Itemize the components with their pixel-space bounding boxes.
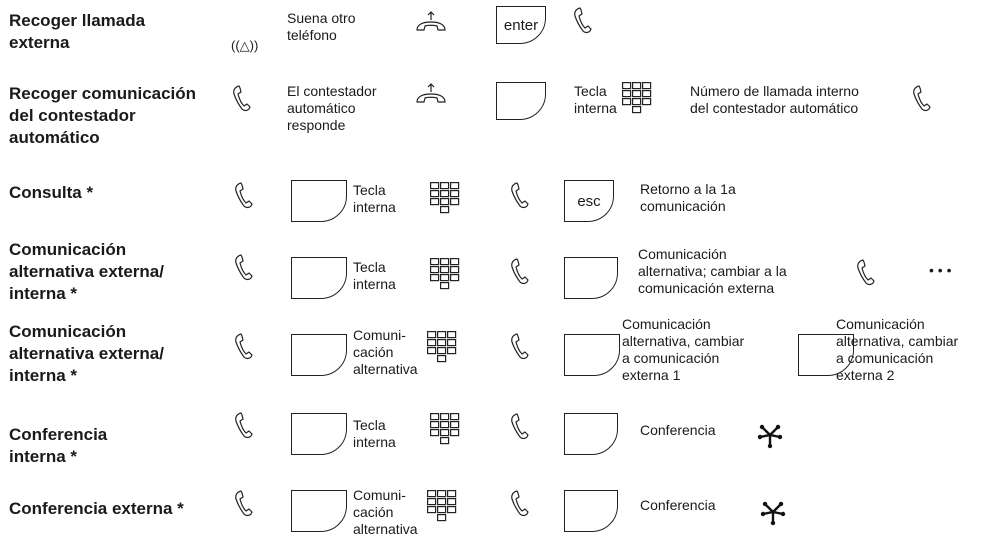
lift-handset-icon <box>416 11 446 31</box>
conference-key <box>564 490 618 532</box>
handset-icon <box>235 182 253 209</box>
row-6-label: Conferencia externa * <box>9 499 184 518</box>
row-4-result-1: Comunicación alternativa, cambiar a comu… <box>622 316 745 383</box>
row-4-result-2: Comunicación alternativa, cambiar a comu… <box>836 316 959 383</box>
alternate-key <box>564 334 620 376</box>
row-5-label: Conferencia interna * <box>9 425 108 466</box>
alternate-key <box>291 490 347 532</box>
row-0-label: Recoger llamada externa <box>9 11 146 52</box>
row-2-result: Retorno a la 1a comunicación <box>640 181 736 214</box>
conference-icon <box>759 500 787 527</box>
conference-key <box>564 413 618 455</box>
row-1-pad-caption: Número de llamada interno del contestado… <box>690 83 859 116</box>
handset-icon <box>511 490 529 517</box>
row-3-label: Comunicación alternativa externa/ intern… <box>9 240 164 303</box>
keypad-icon <box>427 490 457 522</box>
keypad-icon <box>430 258 460 290</box>
conference-icon <box>756 423 784 450</box>
row-0-desc: Suena otro teléfono <box>287 10 356 43</box>
row-6-key-caption: Comuni- cación alternativa <box>353 487 418 537</box>
enter-key: enter <box>496 6 546 44</box>
alternate-key <box>564 257 618 299</box>
handset-icon <box>235 333 253 360</box>
handset-icon <box>235 490 253 517</box>
alternate-key <box>291 334 347 376</box>
keypad-icon <box>621 81 652 114</box>
keypad-icon <box>430 413 460 445</box>
row-4-label: Comunicación alternativa externa/ intern… <box>9 322 164 385</box>
ring-icon: ((△)) <box>231 38 259 53</box>
handset-icon <box>574 7 592 34</box>
keypad-icon <box>427 331 457 363</box>
internal-key <box>291 180 347 222</box>
handset-icon <box>857 259 875 286</box>
row-1-label: Recoger comunicación del contestador aut… <box>9 84 197 147</box>
internal-key <box>291 413 347 455</box>
keypad-icon <box>430 182 460 214</box>
row-1-desc: El contestador automático responde <box>287 83 377 133</box>
internal-key <box>496 82 546 120</box>
row-3-result: Comunicación alternativa; cambiar a la c… <box>638 246 787 296</box>
esc-key: esc <box>564 180 614 222</box>
row-3-key-caption: Tecla interna <box>353 259 396 292</box>
handset-icon <box>235 254 253 281</box>
handset-icon <box>511 182 529 209</box>
handset-icon <box>235 412 253 439</box>
row-2-key-caption: Tecla interna <box>353 182 396 215</box>
handset-icon <box>511 413 529 440</box>
row-4-key-caption: Comuni- cación alternativa <box>353 327 418 377</box>
handset-icon <box>511 333 529 360</box>
alternate-key <box>798 334 854 376</box>
row-1-key-caption: Tecla interna <box>574 83 617 116</box>
row-5-key-caption: Tecla interna <box>353 417 396 450</box>
lift-handset-icon <box>416 83 446 103</box>
handset-icon <box>913 85 931 112</box>
internal-key <box>291 257 347 299</box>
ellipsis: • • • <box>929 262 952 278</box>
handset-icon <box>511 258 529 285</box>
row-6-result: Conferencia <box>640 497 716 513</box>
row-5-result: Conferencia <box>640 422 716 438</box>
row-2-label: Consulta * <box>9 183 94 202</box>
handset-icon <box>233 85 251 112</box>
